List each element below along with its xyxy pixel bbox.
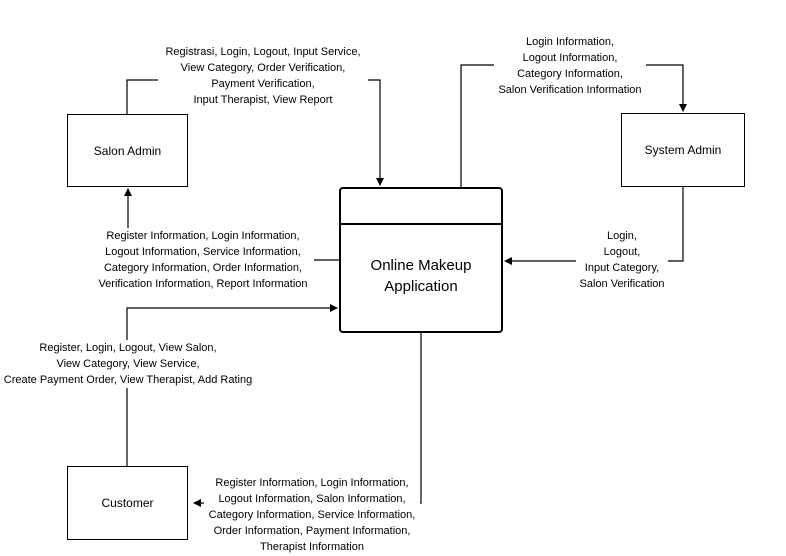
entity-customer-label: Customer xyxy=(101,496,154,510)
flow-label-app-to-salon-admin: Register Information, Login Information,… xyxy=(92,228,314,292)
entity-customer: Customer xyxy=(67,466,188,540)
flow-text: Payment Verification, xyxy=(211,78,315,90)
flow-text: Login, xyxy=(607,230,637,242)
flow-text: Salon Verification xyxy=(579,278,665,290)
flow-text: Category Information, Order Information, xyxy=(103,262,303,274)
flow-label-salon-admin-to-app: Registrasi, Login, Logout, Input Service… xyxy=(158,44,368,108)
flow-text: Input Category, xyxy=(584,262,660,274)
flow-text: Order Information, Payment Information, xyxy=(213,525,411,537)
flow-label-customer-to-app: Register, Login, Logout, View Salon, Vie… xyxy=(0,340,256,388)
entity-system-admin: System Admin xyxy=(621,113,745,187)
flow-text: View Category, Order Verification, xyxy=(180,62,346,74)
flow-text: Create Payment Order, View Therapist, Ad… xyxy=(3,374,253,386)
flow-text: Register Information, Login Information, xyxy=(215,477,409,489)
entity-system-admin-label: System Admin xyxy=(644,143,722,157)
process-online-makeup-application: Online Makeup Application xyxy=(339,187,503,333)
flow-line-customer-to-app xyxy=(126,304,338,466)
flow-text: Logout, xyxy=(603,246,641,258)
flow-text: Logout Information, Salon Information, xyxy=(218,493,406,505)
flow-text: Category Information, Service Informatio… xyxy=(208,509,416,521)
flow-label-app-to-system-admin: Login Information, Logout Information, C… xyxy=(494,34,646,98)
process-label-line-1: Online Makeup xyxy=(370,257,472,274)
flow-text: Registrasi, Login, Logout, Input Service… xyxy=(165,46,361,58)
flow-text: Register, Login, Logout, View Salon, xyxy=(39,342,217,354)
flow-line-system-admin-to-app xyxy=(504,187,684,265)
flow-text: Logout Information, Service Information, xyxy=(105,246,301,258)
flow-text: Logout Information, xyxy=(522,52,618,64)
flow-text: Therapist Information xyxy=(260,541,364,553)
flow-text: Register Information, Login Information, xyxy=(106,230,300,242)
entity-salon-admin-label: Salon Admin xyxy=(93,143,162,158)
process-id-section xyxy=(341,189,501,225)
process-label: Online Makeup Application xyxy=(341,255,501,297)
flow-text: Category Information, xyxy=(517,68,623,80)
flow-text: Input Therapist, View Report xyxy=(193,94,333,106)
flow-label-system-admin-to-app: Login, Logout, Input Category, Salon Ver… xyxy=(576,228,668,292)
process-label-line-2: Application xyxy=(384,278,458,295)
flow-text: View Category, View Service, xyxy=(56,358,200,370)
flow-text: Verification Information, Report Informa… xyxy=(98,278,308,290)
flow-text: Login Information, xyxy=(525,36,615,48)
entity-salon-admin: Salon Admin xyxy=(67,114,188,187)
flow-text: Salon Verification Information xyxy=(498,84,642,96)
flow-label-app-to-customer: Register Information, Login Information,… xyxy=(204,475,420,555)
